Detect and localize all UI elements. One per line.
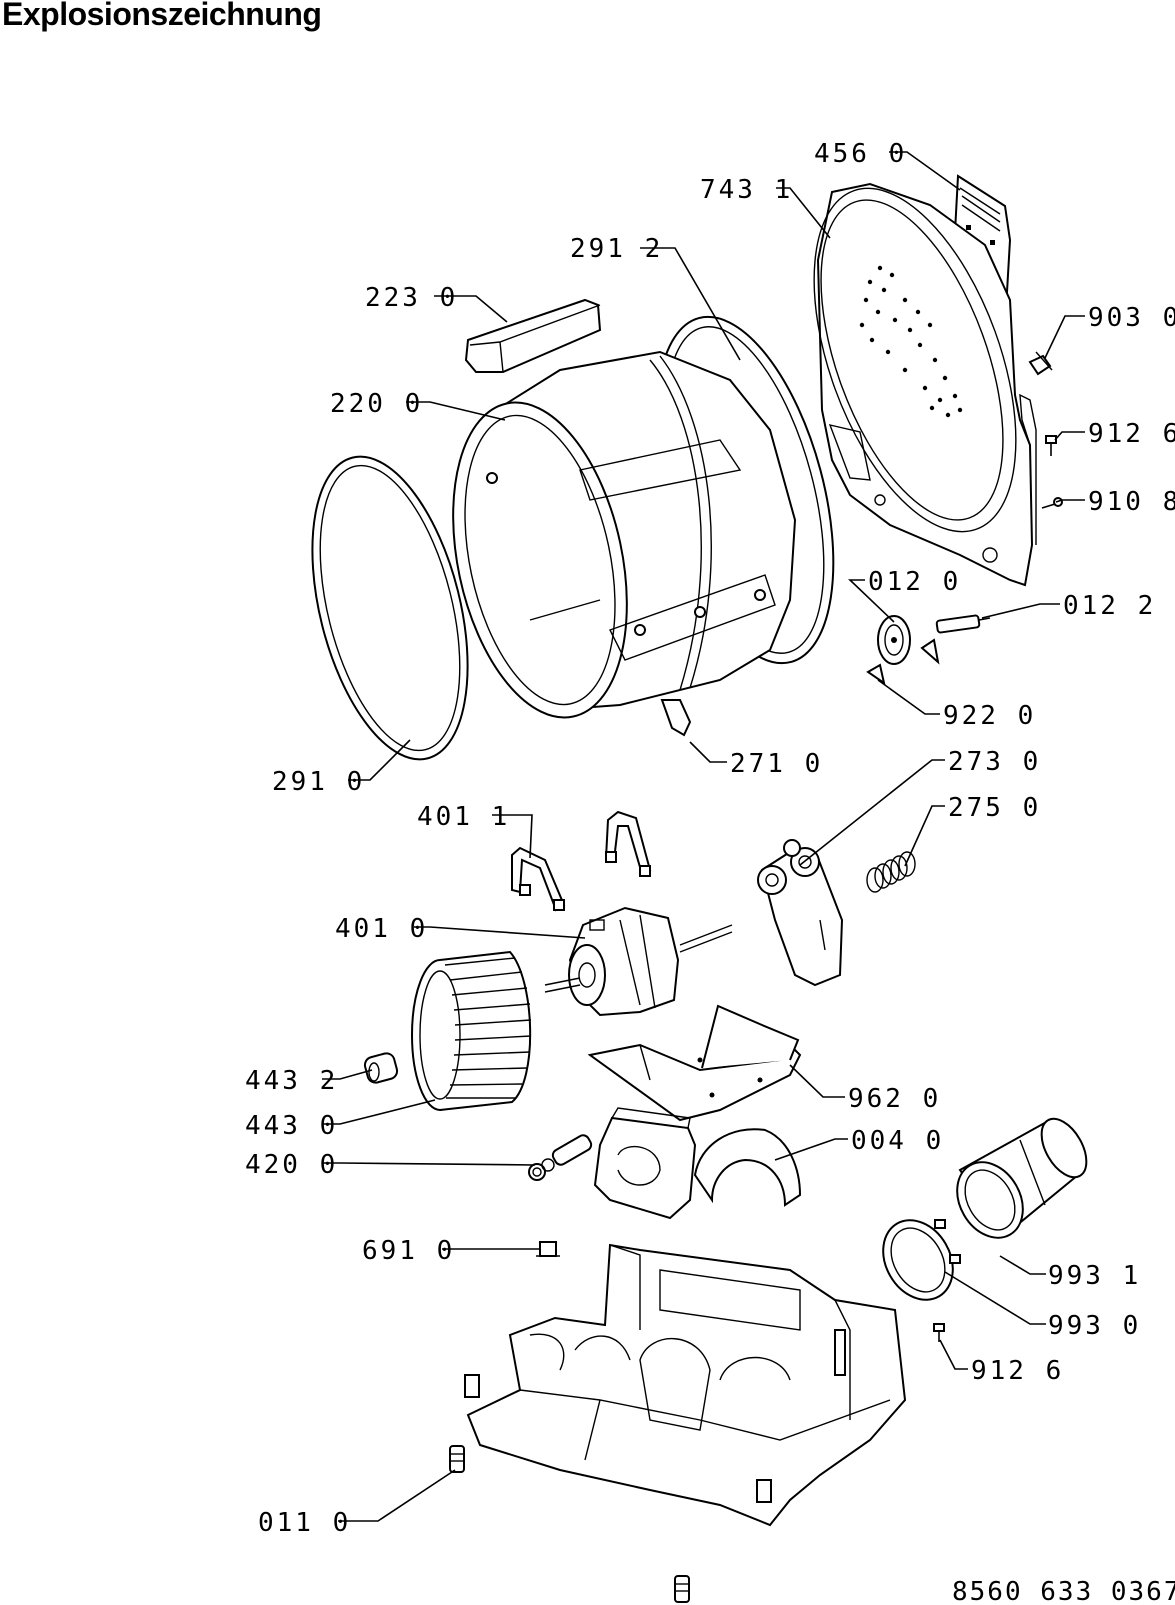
part-903-clip — [1028, 351, 1053, 376]
label-401-1: 401 1 — [417, 802, 510, 832]
label-743: 743 1 — [700, 175, 793, 205]
part-271-bracket — [660, 699, 692, 737]
part-275-spring — [866, 851, 916, 893]
label-993-1: 993 1 — [1048, 1261, 1141, 1291]
part-004-housing — [593, 1107, 802, 1220]
label-962: 962 0 — [848, 1084, 941, 1114]
label-420: 420 0 — [245, 1150, 338, 1180]
label-012-0: 012 0 — [868, 567, 961, 597]
part-401-0-motor — [544, 906, 733, 1017]
label-912-upper: 912 6 — [1088, 419, 1175, 449]
label-291-2: 291 2 — [570, 234, 663, 264]
label-275: 275 0 — [948, 793, 1041, 823]
part-291-0-front-seal — [311, 455, 469, 761]
part-012-bearing — [877, 615, 911, 665]
label-291-0: 291 0 — [272, 767, 365, 797]
page-title: Explosionszeichnung — [2, 0, 322, 32]
label-912-lower: 912 6 — [971, 1356, 1064, 1386]
label-401-0: 401 0 — [335, 914, 428, 944]
part-743-rear-panel — [813, 182, 1037, 587]
label-910: 910 8 — [1088, 487, 1175, 517]
label-220: 220 0 — [330, 389, 423, 419]
label-004: 004 0 — [851, 1126, 944, 1156]
part-220-drum — [452, 350, 797, 719]
label-223: 223 0 — [365, 283, 458, 313]
part-273-tensioner — [757, 839, 844, 987]
part-012-shaft — [935, 614, 991, 634]
label-271: 271 0 — [730, 749, 823, 779]
document-number: 8560 633 03670 — [952, 1577, 1175, 1605]
label-273: 273 0 — [948, 747, 1041, 777]
label-993-0: 993 0 — [1048, 1311, 1141, 1341]
part-401-1-clamps — [511, 810, 652, 912]
callout-labels: 456 0 743 1 291 2 223 0 903 0 220 0 912 … — [245, 139, 1175, 1605]
label-922: 922 0 — [943, 701, 1036, 731]
label-903: 903 0 — [1088, 303, 1175, 333]
part-912-screw-upper — [1045, 435, 1057, 456]
part-base-frame — [464, 1243, 907, 1527]
part-993-0-ring — [882, 1219, 961, 1301]
part-962-air-guide — [587, 1004, 802, 1122]
part-420-sensor — [528, 1134, 593, 1181]
part-993-1-hose — [956, 1117, 1088, 1239]
label-456: 456 0 — [814, 139, 907, 169]
label-012-2: 012 2 — [1063, 591, 1156, 621]
label-443-0: 443 0 — [245, 1111, 338, 1141]
part-223-lifter — [464, 298, 602, 373]
label-443-2: 443 2 — [245, 1066, 338, 1096]
part-912-screw-lower — [933, 1323, 945, 1342]
part-443-2-hub — [363, 1052, 399, 1084]
part-910-screw — [1041, 497, 1063, 509]
leader-lines — [322, 151, 1085, 1522]
part-922-clips — [866, 638, 940, 686]
part-443-0-fan — [411, 950, 532, 1111]
label-011: 011 0 — [258, 1508, 351, 1538]
label-691: 691 0 — [362, 1236, 455, 1266]
part-011-feet — [449, 1445, 690, 1603]
